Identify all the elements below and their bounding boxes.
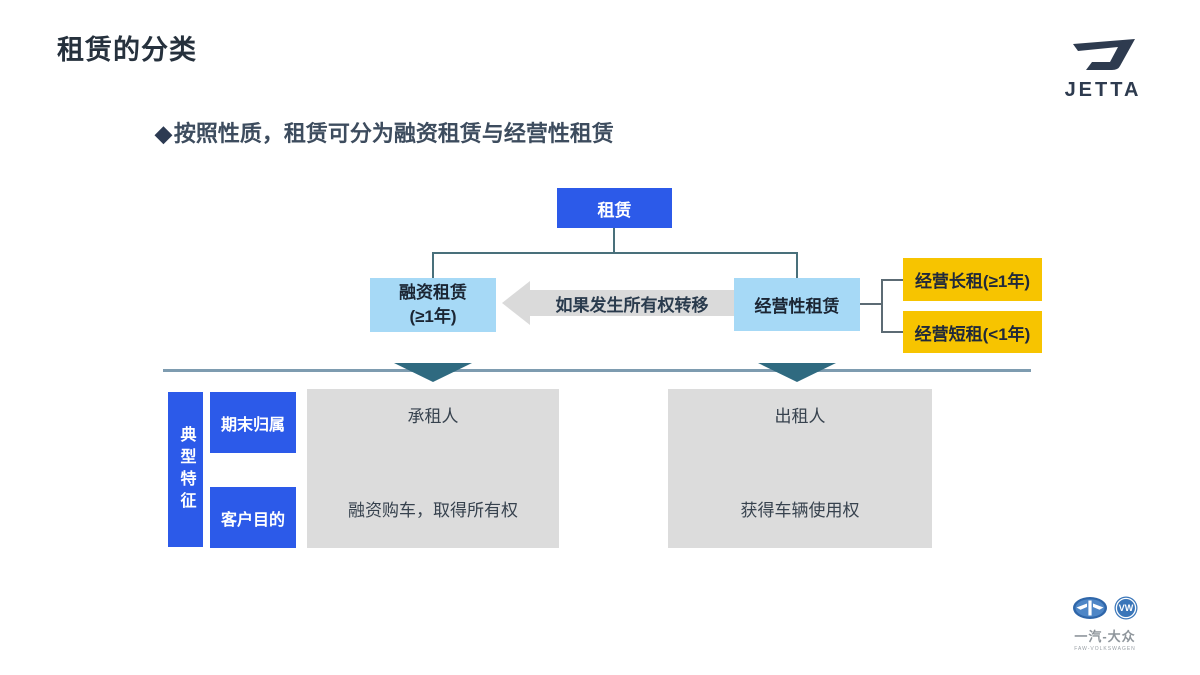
section-divider	[163, 369, 1031, 372]
node-long-term-rent: 经营长租(≥1年)	[903, 258, 1042, 301]
node-finance-lease: 融资租赁 (≥1年)	[370, 278, 496, 332]
faw-logo-icon	[1072, 596, 1108, 625]
down-arrow-icon	[394, 363, 472, 382]
left-arrow-icon	[502, 281, 530, 325]
node-operating-lease: 经营性租赁	[734, 278, 860, 331]
finance-lease-panel: 承租人 融资购车，取得所有权	[307, 389, 559, 548]
page-title: 租赁的分类	[57, 35, 197, 65]
finance-end-ownership-value: 承租人	[407, 407, 459, 426]
connector-right-vertical	[796, 252, 798, 279]
jetta-wordmark: JETTA	[1064, 79, 1142, 101]
row-label-end-ownership: 期末归属	[210, 392, 296, 453]
connector-horizontal	[432, 252, 798, 254]
jetta-logo-icon	[1065, 39, 1141, 76]
faw-vw-footer-logo: VW 一汽-大众 FAW-VOLKSWAGEN	[1050, 596, 1160, 652]
operating-customer-purpose-value: 获得车辆使用权	[740, 501, 860, 520]
operating-end-ownership-value: 出租人	[774, 407, 826, 426]
row-label-customer-purpose: 客户目的	[210, 487, 296, 548]
bullet-text: 按照性质，租赁可分为融资租赁与经营性租赁	[173, 121, 614, 146]
bullet-line: ◆按照性质，租赁可分为融资租赁与经营性租赁	[155, 116, 614, 148]
bracket-stub	[860, 303, 882, 305]
vw-logo-icon: VW	[1114, 596, 1138, 625]
bracket-vertical	[881, 279, 883, 333]
diamond-bullet-icon: ◆	[155, 121, 172, 146]
down-arrow-icon	[758, 363, 836, 382]
bracket-bottom	[881, 331, 903, 333]
connector-root-vertical	[613, 228, 615, 253]
operating-lease-panel: 出租人 获得车辆使用权	[668, 389, 932, 548]
bracket-top	[881, 279, 903, 281]
node-lease-root: 租赁	[557, 188, 672, 228]
connector-left-vertical	[432, 252, 434, 279]
finance-lease-name: 融资租赁	[399, 283, 467, 302]
finance-lease-term: (≥1年)	[409, 307, 457, 326]
table-header-typical-features: 典型特征	[168, 392, 203, 547]
faw-vw-chinese-name: 一汽-大众	[1074, 629, 1136, 644]
finance-customer-purpose-value: 融资购车，取得所有权	[348, 501, 518, 520]
faw-vw-english-name: FAW-VOLKSWAGEN	[1074, 646, 1136, 652]
node-short-term-rent: 经营短租(<1年)	[903, 311, 1042, 353]
svg-text:VW: VW	[1119, 603, 1134, 613]
ownership-transfer-label: 如果发生所有权转移	[530, 290, 734, 316]
jetta-logo: JETTA	[1058, 38, 1148, 102]
